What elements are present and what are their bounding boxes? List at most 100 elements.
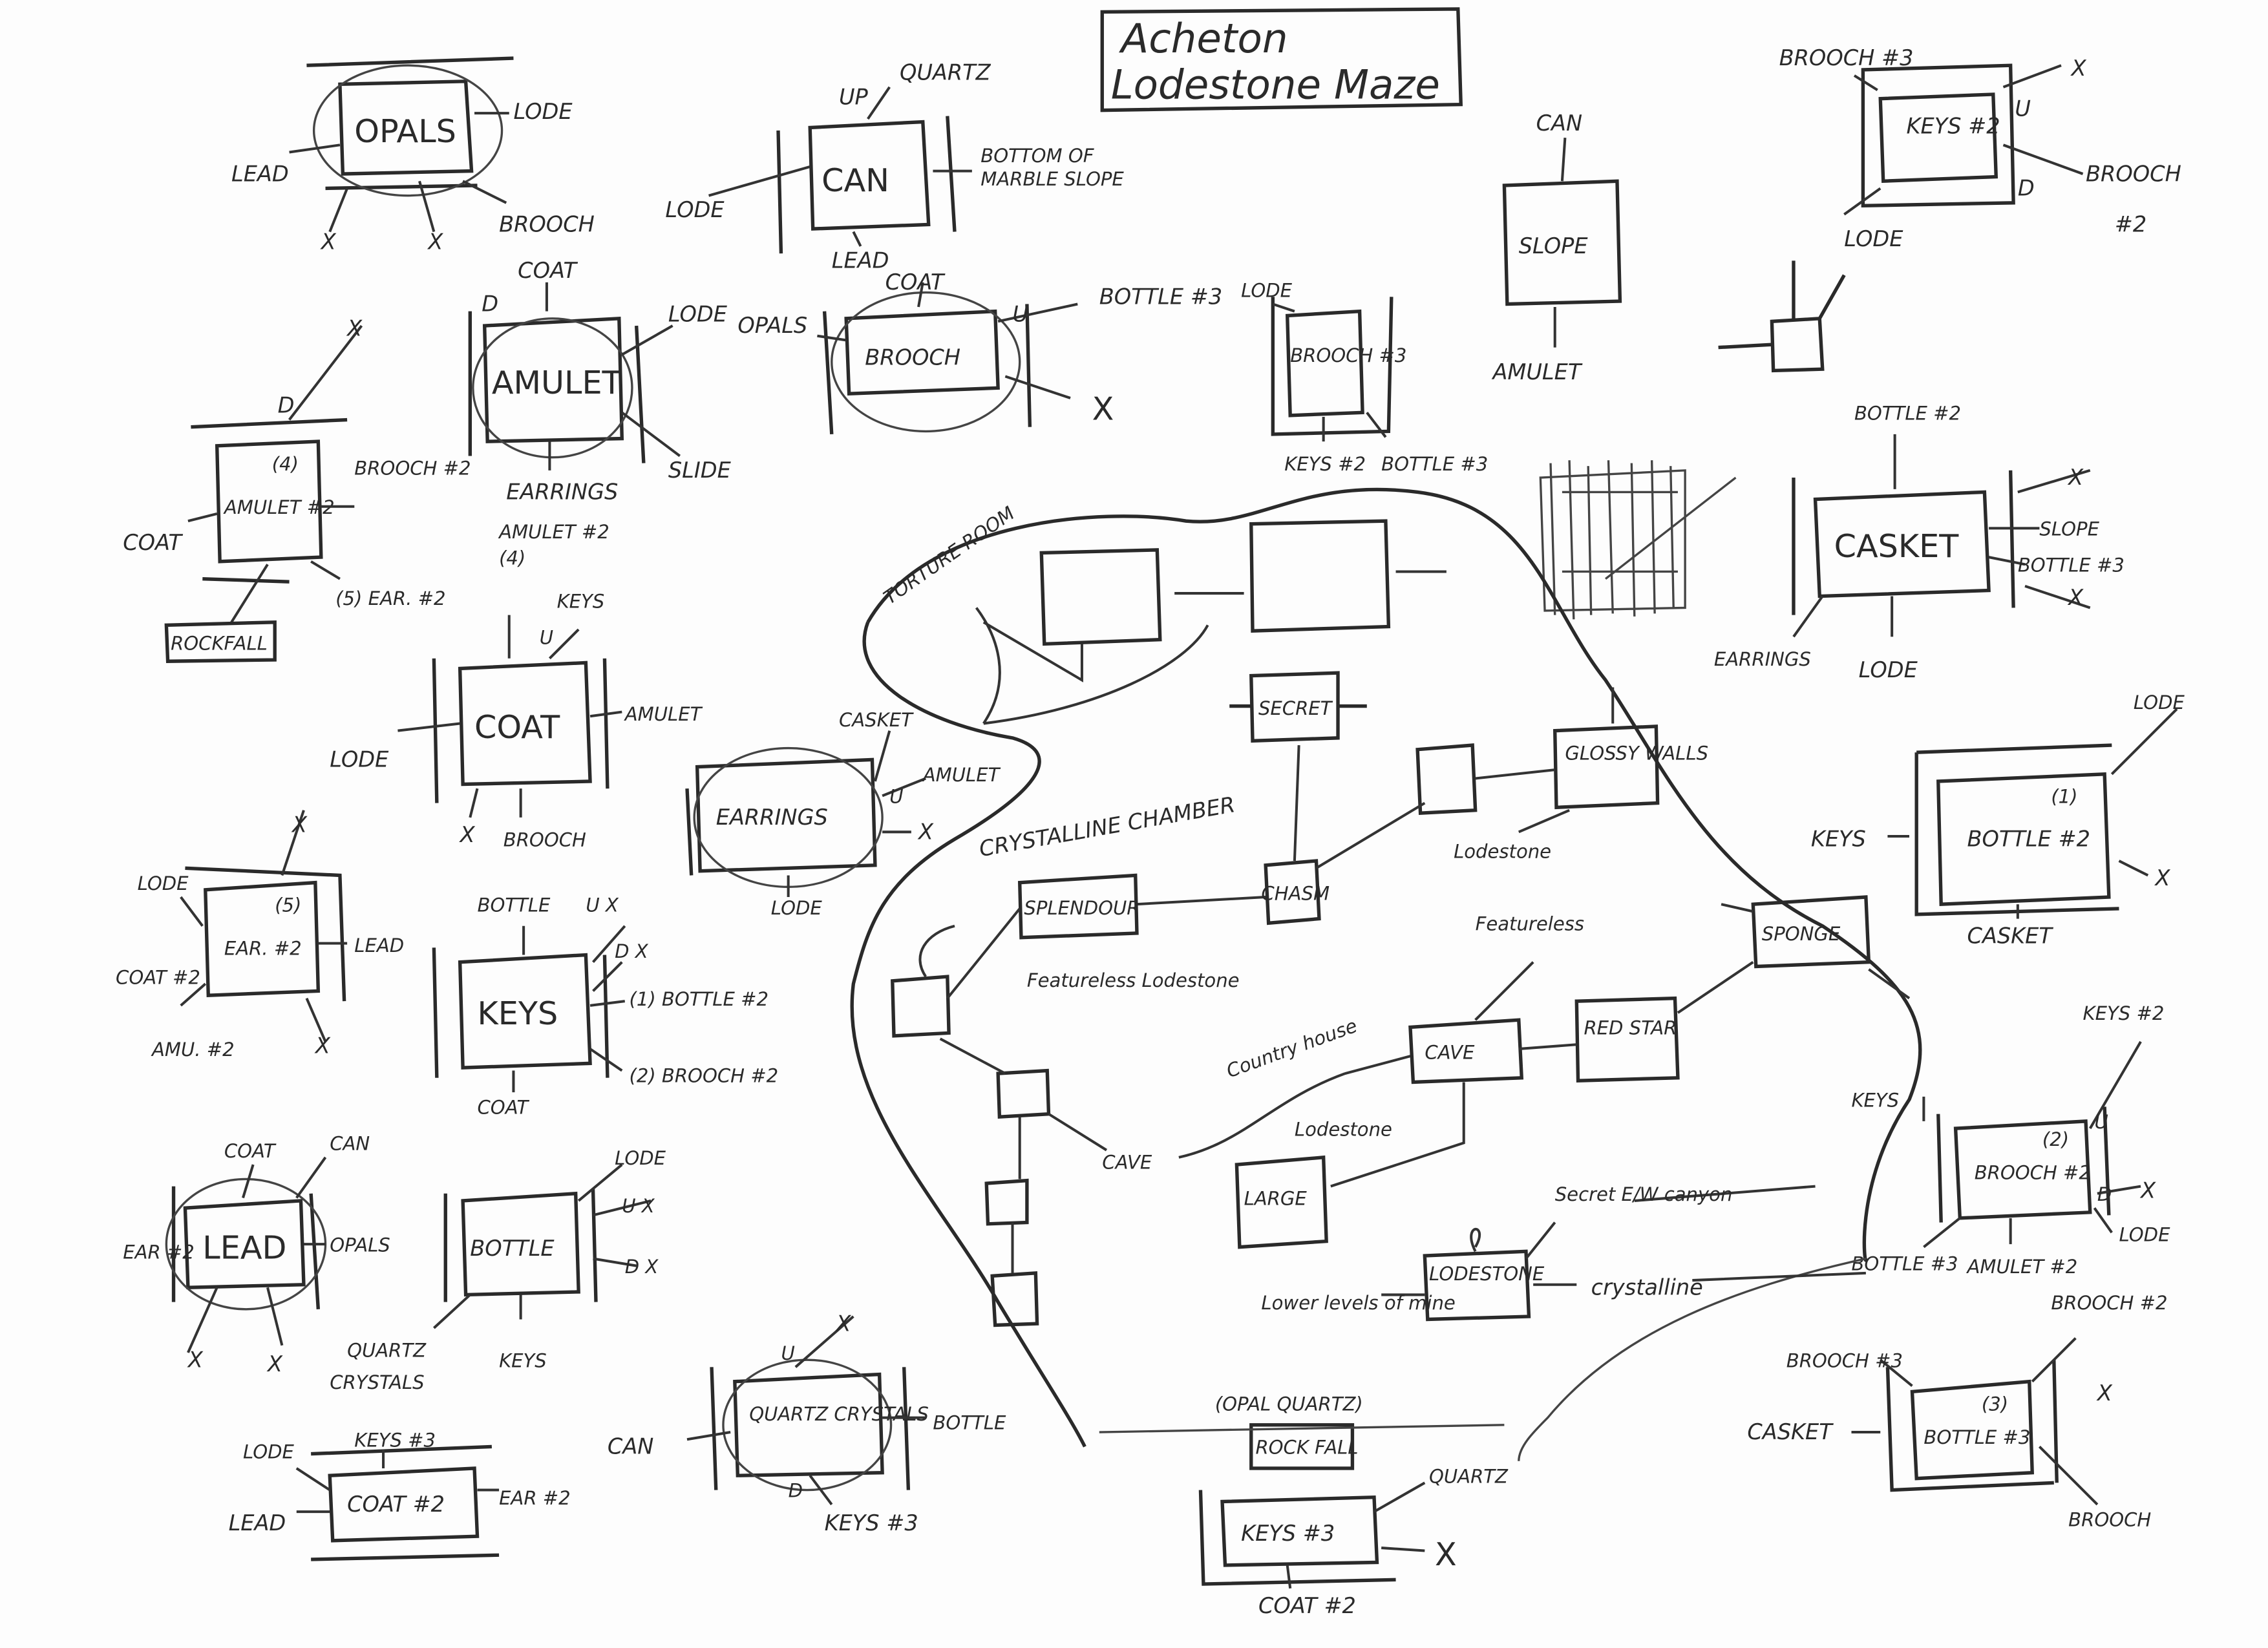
node-quartz-crystals: QUARTZ CRYSTALS CAN BOTTLE KEYS #3 X U D — [608, 1311, 1006, 1536]
exit-label: LODE — [513, 99, 573, 124]
exit-label: LODE — [2134, 692, 2185, 713]
crystalline-chamber-label: CRYSTALLINE CHAMBER — [977, 792, 1237, 861]
node-brooch: BROOCH COAT OPALS BOTTLE #3 X U — [737, 269, 1222, 435]
exit-label: (5) EAR. #2 — [335, 587, 445, 609]
node-coat: COAT AMULET #2 (4) KEYS U LODE AMULET X … — [330, 521, 703, 851]
exit-label: X — [2139, 1178, 2156, 1203]
node-brooch2: (2) BROOCH #2 KEYS #2 KEYS X LODE BOTTLE… — [1851, 1002, 2170, 1278]
exit-label: X — [2154, 865, 2170, 891]
node-brooch3: BROOCH #3 LODE KEYS #2 BOTTLE #3 — [1241, 279, 1488, 475]
exit-label: X — [2067, 585, 2084, 610]
exit-label: LODE — [668, 301, 728, 326]
node-label: EAR. #2 — [224, 938, 302, 960]
node-casket: CASKET BOTTLE #2 SLOPE BOTTLE #3 EARRING… — [1714, 403, 2125, 682]
exit-label: LODE — [1241, 279, 1293, 301]
exit-label: D — [2018, 176, 2035, 201]
node-label: BROOCH — [865, 344, 960, 370]
exit-label: BOTTLE #3 — [1381, 453, 1488, 475]
exit-label: X — [2096, 1380, 2113, 1406]
node-slope: SLOPE CAN AMULET — [1491, 111, 1622, 385]
exit-label: BROOCH #2 — [354, 458, 471, 480]
exit-label: CASKET — [1967, 924, 2054, 949]
node-label: CASKET — [1834, 527, 1960, 565]
exit-label: LODE — [138, 872, 189, 894]
exit-label: LODE — [1844, 226, 1903, 251]
exit-label: COAT — [478, 1097, 530, 1119]
exit-label: COAT #2 — [1258, 1593, 1356, 1618]
node-label: AMULET #2 — [223, 496, 335, 518]
node-note: (1) — [2051, 786, 2077, 808]
node-note: (5) — [275, 894, 301, 916]
room-sponge: SPONGE — [1762, 923, 1841, 945]
exit-label: U — [2015, 96, 2031, 121]
node-earrings: EARRINGS CASKET U AMULET X LODE — [685, 709, 1001, 919]
node-can: CAN UP QUARTZ LODE LEAD BOTTOM OF MARBLE… — [665, 60, 1124, 273]
node-label: BOTTLE #3 — [1924, 1426, 2030, 1448]
exit-label: CRYSTALS — [330, 1371, 424, 1393]
exit-label: CAVE — [1102, 1152, 1152, 1174]
exit-label: ROCK FALL — [1255, 1437, 1358, 1459]
exit-label: AMULET #2 — [1966, 1256, 2078, 1278]
title-block: Acheton Lodestone Maze — [1100, 7, 1463, 112]
node-label: BROOCH #3 — [1290, 344, 1406, 366]
node-note: (2) — [2042, 1128, 2069, 1150]
exit-label: LODE — [615, 1147, 666, 1169]
exit-label: CASKET — [1747, 1419, 1834, 1444]
title-line2: Lodestone Maze — [1111, 61, 1440, 109]
node-label: COAT — [474, 708, 560, 746]
exit-label: AMULET #2 — [498, 521, 609, 543]
exit-label: BROOCH — [503, 829, 586, 851]
node-label: QUARTZ CRYSTALS — [749, 1403, 929, 1425]
exit-label: LEAD — [354, 935, 404, 956]
exit-label: BROOCH — [2068, 1508, 2151, 1530]
node-label: KEYS — [478, 995, 558, 1032]
exit-label: U — [781, 1342, 794, 1364]
exit-label: BOTTLE #3 — [2018, 554, 2125, 576]
node-bottle2: (1) BOTTLE #2 LODE KEYS X CASKET — [1811, 692, 2185, 949]
exit-label: OPALS — [330, 1234, 390, 1256]
exit-label: BOTTOM OF — [980, 145, 1094, 167]
exit-label: LEAD — [832, 248, 889, 273]
exit-label: COAT — [123, 530, 183, 555]
exit-label: KEYS — [557, 590, 605, 612]
node-keys: KEYS BOTTLE U X D X (1) BOTTLE #2 (2) BR… — [432, 894, 778, 1119]
exit-label: CAN — [608, 1434, 653, 1459]
exit-label: X — [2070, 56, 2087, 81]
node-label: LEAD — [202, 1229, 286, 1266]
exit-label: CASKET — [839, 709, 914, 731]
exit-label: X — [459, 822, 476, 847]
node-opals: OPALS LEAD LODE BROOCH X X — [231, 56, 595, 254]
node-label: AMULET — [492, 364, 622, 401]
node-keys3: ROCK FALL KEYS #3 QUARTZ X COAT #2 — [1198, 1423, 1509, 1618]
exit-label: BROOCH #2 — [2051, 1292, 2167, 1314]
exit-label: LODE — [330, 747, 389, 772]
node-label: BOTTLE #2 — [1967, 827, 2090, 852]
exit-label: BOTTLE #3 — [1851, 1252, 1958, 1274]
exit-label: LODE — [665, 197, 725, 222]
exit-label: (2) BROOCH #2 — [629, 1064, 778, 1086]
exit-label: (4) — [499, 547, 525, 569]
title-line1: Acheton — [1118, 15, 1288, 62]
exit-label: Country house — [1224, 1015, 1360, 1083]
exit-label: SLOPE — [2039, 518, 2099, 540]
exit-label: U X — [586, 894, 619, 916]
exit-label: AMULET — [922, 764, 1001, 786]
node-label: EARRINGS — [716, 805, 828, 830]
exit-label: X — [917, 819, 934, 844]
node-label: CAN — [821, 162, 889, 199]
exit-label: BROOCH — [499, 212, 595, 237]
room-cave: CAVE — [1425, 1042, 1475, 1064]
exit-label: (1) BOTTLE #2 — [629, 988, 768, 1010]
exit-label: LEAD — [229, 1510, 286, 1536]
node-label: KEYS #3 — [1241, 1521, 1335, 1546]
node-keys2: KEYS #2 BROOCH #3 X BROOCH #2 LODE U D — [1779, 45, 2181, 251]
node-bottle3: (3) BOTTLE #3 BROOCH #3 BROOCH #2 CASKET… — [1747, 1292, 2167, 1531]
exit-label: LODE — [1859, 657, 1918, 682]
room-large: LARGE — [1244, 1188, 1308, 1210]
exit-label: BROOCH — [2086, 161, 2181, 186]
exit-label: #2 — [2115, 212, 2146, 237]
exit-label: D — [482, 291, 498, 317]
exit-label: AMULET — [1491, 359, 1582, 385]
room-lodestone: LODESTONE — [1429, 1263, 1545, 1285]
